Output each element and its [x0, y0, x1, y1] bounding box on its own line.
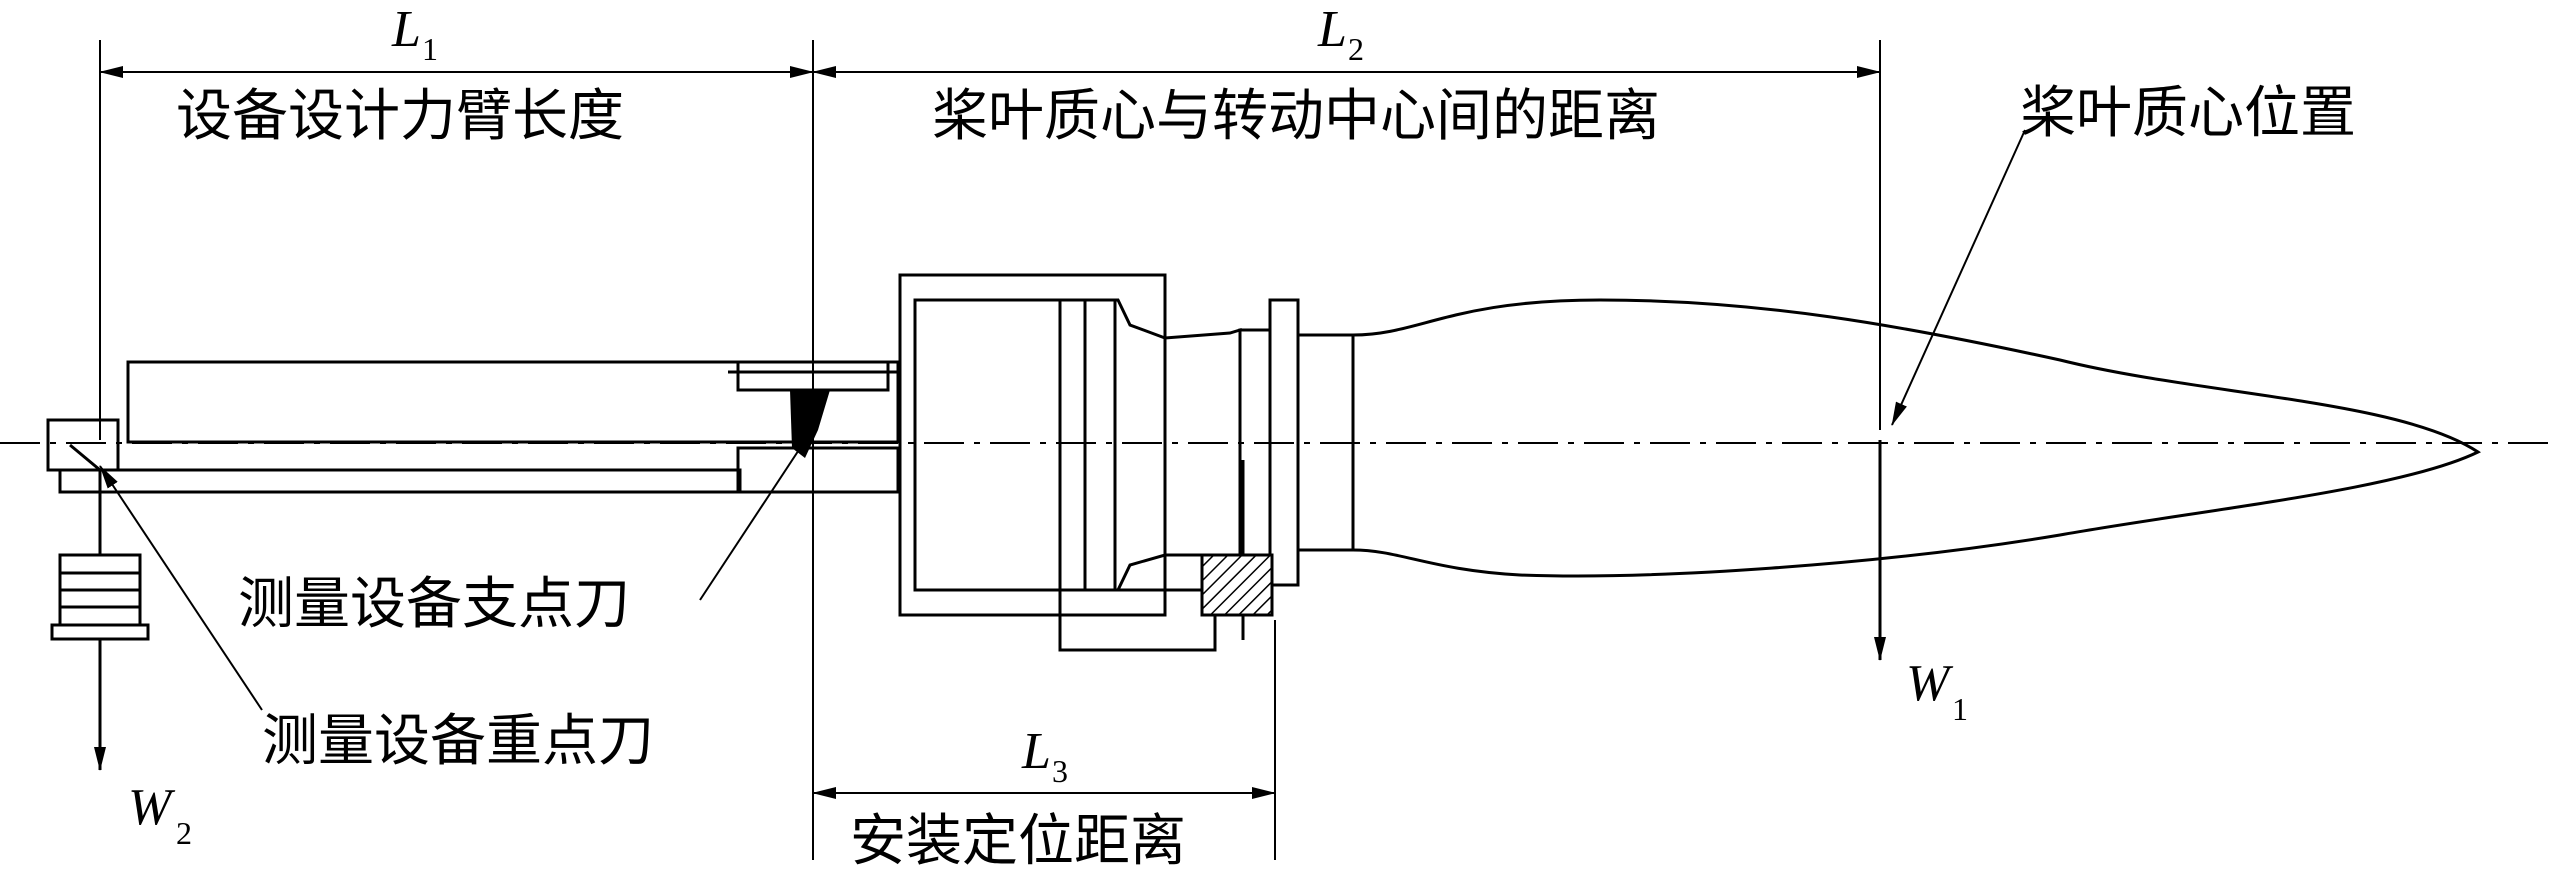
- propeller-hub: [898, 273, 1355, 652]
- fulcrum-callout: 测量设备支点刀: [238, 429, 813, 637]
- fulcrum-knife-label: 测量设备支点刀: [238, 572, 630, 637]
- l1-symbol: L: [391, 1, 421, 58]
- l2-subscript: 2: [1348, 31, 1364, 67]
- hatched-block: [1200, 553, 1274, 617]
- w1-symbol: W: [1906, 655, 1954, 712]
- l3-label: 安装定位距离: [850, 809, 1186, 870]
- force-w2: W 2: [94, 639, 192, 851]
- extension-lines: [99, 40, 1881, 860]
- weight-callout: 测量设备重点刀: [99, 465, 654, 774]
- propeller-blade: [1352, 298, 2482, 578]
- w1-subscript: 1: [1952, 691, 1968, 727]
- l1-label: 设备设计力臂长度: [176, 84, 624, 149]
- centroid-label: 桨叶质心位置: [2020, 81, 2356, 146]
- l2-symbol: L: [1317, 1, 1347, 58]
- dimension-l3: L 3 安装定位距离: [812, 723, 1276, 870]
- centroid-callout: 桨叶质心位置: [1891, 81, 2356, 426]
- w2-symbol: W: [128, 779, 176, 836]
- l2-label: 桨叶质心与转动中心间的距离: [932, 84, 1660, 149]
- l3-symbol: L: [1021, 723, 1051, 780]
- w2-subscript: 2: [176, 815, 192, 851]
- force-w1: W 1: [1874, 440, 1968, 727]
- fulcrum-knife-edge: [790, 390, 830, 458]
- weight-hanger: [46, 418, 150, 641]
- measuring-arm: [58, 360, 900, 494]
- l3-subscript: 3: [1052, 753, 1068, 789]
- dimension-l1: L 1 设备设计力臂长度: [99, 1, 814, 149]
- weight-knife-label: 测量设备重点刀: [262, 709, 654, 774]
- dimension-l2: L 2 桨叶质心与转动中心间的距离: [812, 1, 1881, 149]
- l1-subscript: 1: [422, 31, 438, 67]
